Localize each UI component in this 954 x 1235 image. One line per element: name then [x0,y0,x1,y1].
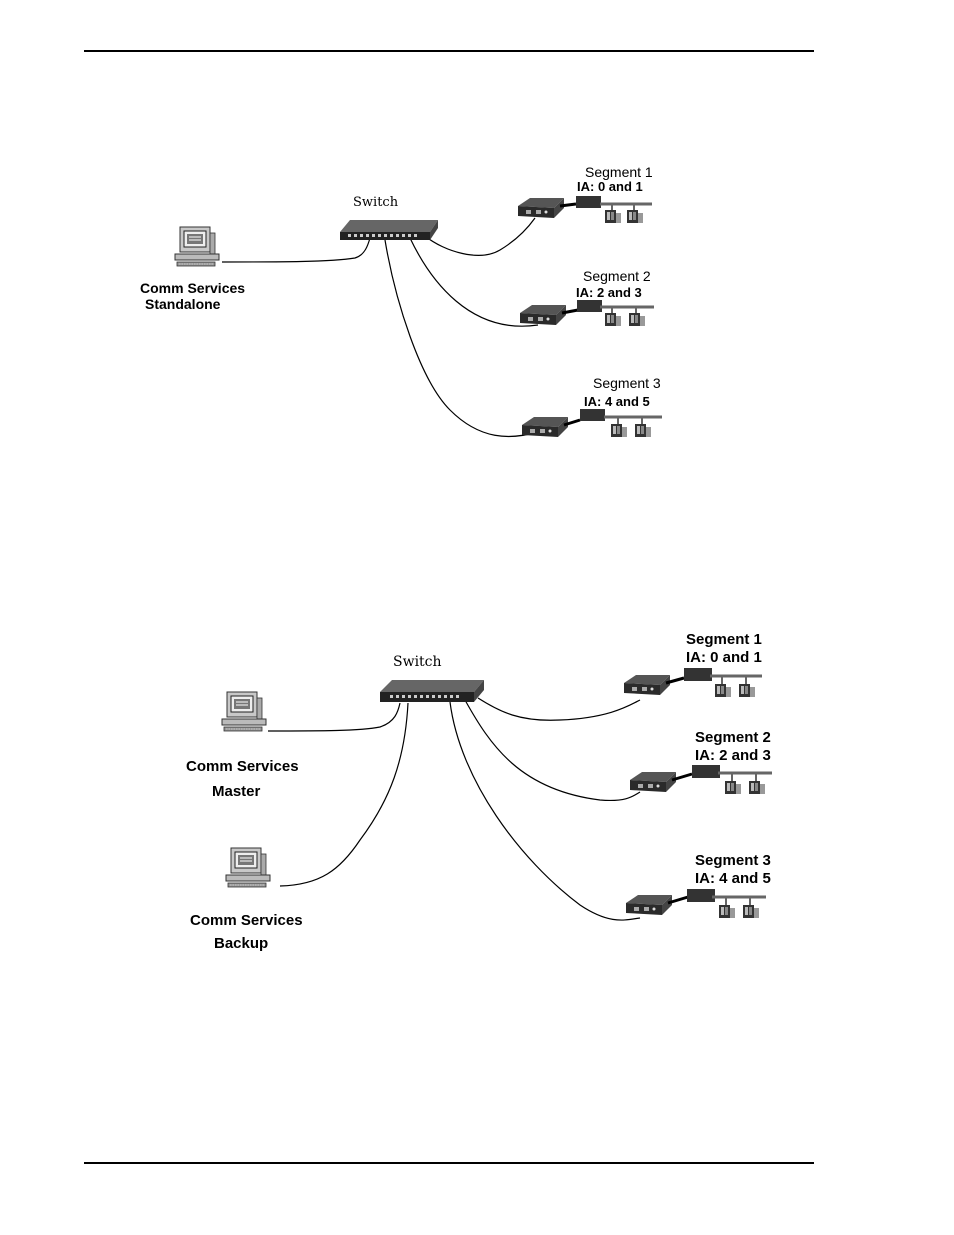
segment-3-group: Segment 3 IA: 4 and 5 [626,852,771,918]
segment-3-adapter-icon [687,889,715,902]
segment-3-ia: IA: 4 and 5 [584,394,650,409]
master-label-line2: Master [212,783,261,800]
segment-1-group: Segment 1 IA: 0 and 1 [624,631,762,697]
segment-3-name: Segment 3 [593,375,661,391]
standalone-computer-icon [174,226,220,267]
cables [267,697,641,921]
segment-3-hub-icon [522,417,568,437]
standalone-label-line2: Standalone [145,296,221,312]
segment-3-adapter-icon [580,409,605,421]
switch [340,220,438,240]
segment-2-group: Segment 2 IA: 2 and 3 [520,268,654,326]
segment-1-device-icon [605,210,621,223]
segment-1-hub-icon [624,675,670,695]
segment-1-group: Segment 1 IA: 0 and 1 [518,164,653,223]
switch-label: Switch [393,654,442,670]
segment-3-hub-icon [626,895,672,915]
master-backup-network-diagram: Switch Comm Services Master Comm Service… [186,631,772,952]
segment-3-name: Segment 3 [695,852,771,869]
standalone-label-line1: Comm Services [140,280,245,296]
segment-1-hub-icon [518,198,564,218]
master-label-line1: Comm Services [186,758,299,775]
segment-2-device-icon [629,313,645,326]
segment-1-device-icon [627,210,643,223]
backup-computer-icon [225,847,271,888]
segment-1-name: Segment 1 [585,164,653,180]
segment-2-device-icon [725,781,741,794]
segment-2-hub-icon [630,772,676,792]
segment-2-hub-icon [520,305,566,325]
backup-label-line1: Comm Services [190,912,303,929]
standalone-network-diagram: Switch Comm Services Standalone Segment … [140,164,662,438]
segment-1-ia: IA: 0 and 1 [686,649,762,666]
segment-3-device-icon [611,424,627,437]
cables [221,217,539,438]
segment-3-device-icon [719,905,735,918]
segment-2-device-icon [605,313,621,326]
segment-3-ia: IA: 4 and 5 [695,870,771,887]
segment-2-name: Segment 2 [695,729,771,746]
segment-1-name: Segment 1 [686,631,762,648]
segment-1-device-icon [739,684,755,697]
segment-2-adapter-icon [692,765,720,778]
segment-1-adapter-icon [576,196,601,208]
segment-3-device-icon [743,905,759,918]
segment-3-group: Segment 3 IA: 4 and 5 [522,375,662,437]
segment-2-group: Segment 2 IA: 2 and 3 [630,729,772,794]
footer-rule [84,1162,814,1164]
segment-2-ia: IA: 2 and 3 [695,747,771,764]
switch-label: Switch [353,195,399,210]
segment-1-device-icon [715,684,731,697]
segment-2-ia: IA: 2 and 3 [576,285,642,300]
segment-2-name: Segment 2 [583,268,651,284]
switch [380,680,484,702]
header-rule [84,50,814,52]
master-computer-icon [221,691,267,732]
backup-label-line2: Backup [214,935,268,952]
segment-1-ia: IA: 0 and 1 [577,179,643,194]
segment-2-device-icon [749,781,765,794]
segment-2-adapter-icon [577,300,602,312]
segment-3-device-icon [635,424,651,437]
segment-1-adapter-icon [684,668,712,681]
